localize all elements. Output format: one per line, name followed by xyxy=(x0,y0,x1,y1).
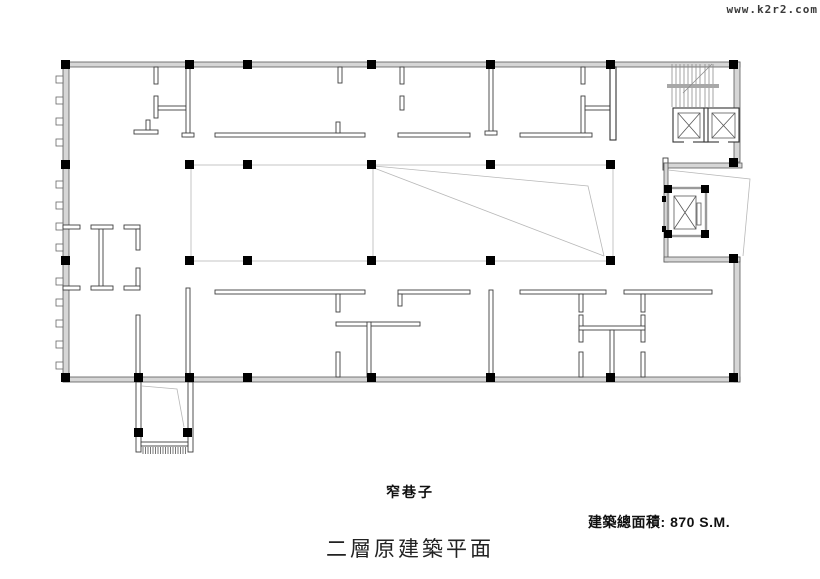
courtyard-gridlines xyxy=(190,164,614,262)
street-label: 窄巷子 xyxy=(386,484,434,500)
area-value: 870 S.M. xyxy=(670,514,731,530)
stair-top-right xyxy=(667,63,719,107)
upper-partitions xyxy=(133,66,669,171)
elevator-pair xyxy=(672,107,740,143)
column-grid xyxy=(61,60,738,382)
page-title: 二層原建築平面 xyxy=(326,538,494,561)
lower-partitions xyxy=(135,287,713,378)
total-area-label: 建築總面積: 870 S.M. xyxy=(588,512,730,532)
area-caption: 建築總面積: xyxy=(588,514,666,530)
left-room-cluster xyxy=(62,224,141,291)
watermark-text: www.k2r2.com xyxy=(726,3,818,16)
elevator-single-lobby xyxy=(662,162,751,263)
stair-bottom-left xyxy=(134,381,194,454)
left-facade-ticks xyxy=(55,75,64,370)
courtyard-sight-lines xyxy=(373,165,605,257)
